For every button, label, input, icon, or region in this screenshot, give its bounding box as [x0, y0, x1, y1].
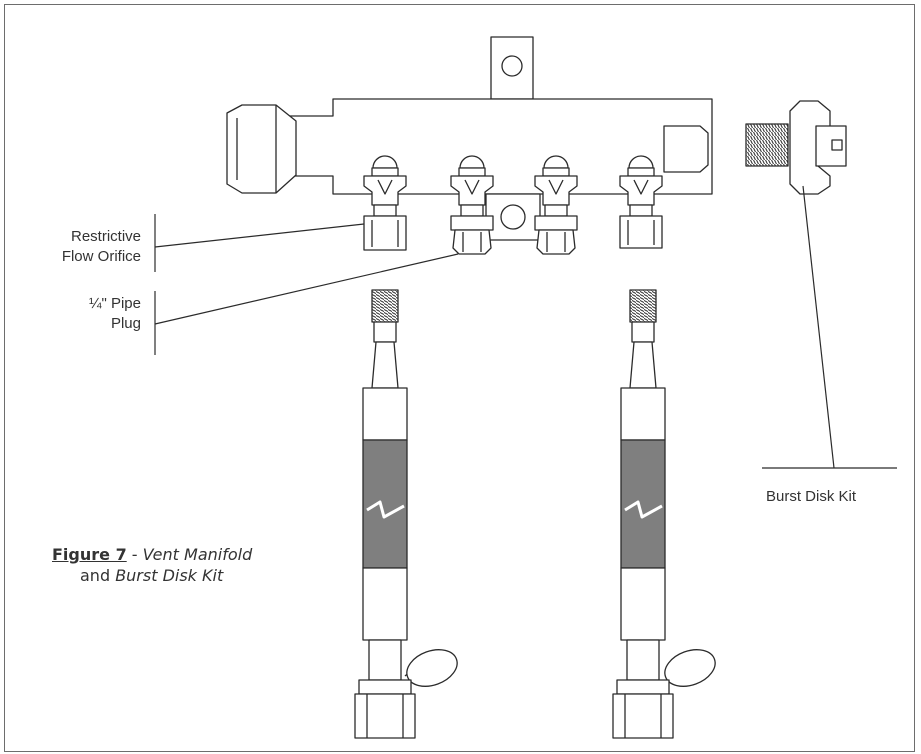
caption-part-1: Vent Manifold [142, 545, 253, 564]
restrictive-flow-orifice-label: Restrictive Flow Orifice [62, 227, 141, 267]
caption-and: and [80, 566, 116, 585]
label-line: Flow Orifice [61, 248, 141, 265]
vent-valve-4 [619, 155, 663, 249]
vent-valve-2 [450, 155, 494, 255]
caption-line-2: and Burst Disk Kit [52, 565, 252, 586]
label-line: Restrictive [70, 228, 141, 245]
burst-disk-kit [745, 100, 847, 195]
hose-assembly-1 [354, 289, 458, 739]
figure-number: Figure 7 [52, 545, 127, 564]
pipe-plug-label: ¼" Pipe Plug [89, 294, 141, 334]
label-line: Plug [110, 315, 141, 332]
hose-assembly-2 [612, 289, 716, 739]
figure-caption: Figure 7 - Vent Manifold and Burst Disk … [52, 544, 252, 586]
vent-valve-1 [363, 155, 407, 251]
burst-disk-kit-label: Burst Disk Kit [766, 488, 857, 505]
label-line: ¼" Pipe [88, 295, 141, 312]
caption-dash: - [126, 545, 143, 564]
leader-lines [154, 185, 897, 469]
caption-part-2: Burst Disk Kit [115, 566, 224, 585]
vent-valve-3 [534, 155, 578, 255]
figure-frame [4, 4, 915, 752]
